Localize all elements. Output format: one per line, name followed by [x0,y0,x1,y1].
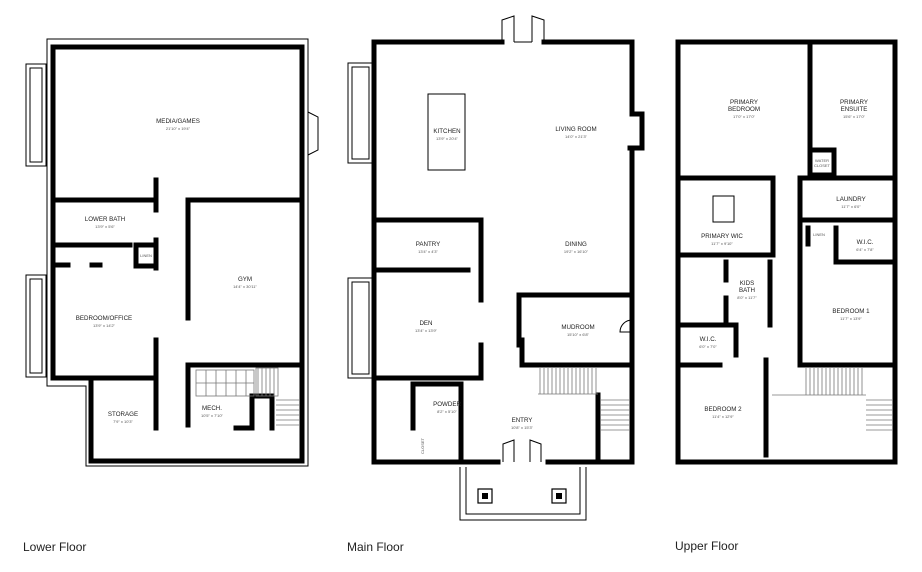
lower-right-bump [307,111,319,156]
lower-room-storage-name: STORAGE [108,411,138,418]
main-wall-mudroom-bottom [519,337,635,368]
lower-room-bedroom-dim: 13'9" x 14'2" [93,323,116,328]
upper-room-wic-left-name: W.I.C. [700,336,717,343]
lower-exterior-wall [50,44,305,464]
upper-room-ensuite-dim: 15'6" x 17'0" [843,114,866,119]
upper-room-linen-name: LINEN [813,232,825,237]
main-wall-den [371,342,484,381]
main-porch-post-left-fill [482,493,488,499]
upper-floor-plan: PRIMARY BEDROOM 17'0" x 17'0" PRIMARY EN… [675,39,898,553]
lower-room-media-dim: 21'10" x 19'4" [166,126,191,131]
upper-room-bedroom1-name: BEDROOM 1 [832,308,870,315]
upper-skylight [712,195,735,223]
main-room-dining-dim: 19'2" x 16'10" [564,249,589,254]
lower-room-gym-name: GYM [238,276,252,283]
main-room-den-name: DEN [419,320,432,327]
upper-wall-wic-right-room [833,225,898,265]
lower-room-mech-dim: 10'5" x 7'10" [201,413,224,418]
main-exterior-wall-top-right [541,39,635,115]
upper-room-water-closet-name: WATER [815,158,829,163]
lower-window-top-inner [29,67,43,163]
upper-room-wic-left-dim: 6'0" x 7'0" [699,344,717,349]
main-top-doors [501,15,545,43]
main-porch-post-left [477,488,493,504]
main-floor-label: Main Floor [347,540,404,554]
lower-room-bedroom-name: BEDROOM/OFFICE [76,315,132,322]
upper-room-ensuite-name2: ENSUITE [841,106,868,113]
main-window-bottom-inner [351,281,370,375]
main-room-mudroom-dim: 15'10" x 6'8" [567,332,590,337]
upper-room-water-closet-name2: CLOSET [814,163,831,168]
upper-wall-wic-left-top [675,322,739,358]
main-room-dining-name: DINING [565,241,587,248]
upper-room-ensuite-name: PRIMARY [840,99,868,106]
lower-room-bath-dim: 13'9" x 5'6" [95,224,115,229]
main-mudroom-door [619,319,633,333]
upper-stairs [772,368,893,431]
main-wall-powder [410,381,464,465]
main-room-mudroom-name: MUDROOM [561,324,594,331]
lower-room-media-name: MEDIA/GAMES [156,118,200,125]
upper-room-bedroom2-name: BEDROOM 2 [704,406,742,413]
main-room-living-name: LIVING ROOM [555,126,596,133]
upper-floor-label: Upper Floor [675,539,738,553]
main-room-entry-name: ENTRY [512,417,533,424]
upper-room-laundry-name: LAUNDRY [836,196,865,203]
upper-room-primary-wic-dim: 11'7" x 9'10" [711,241,733,246]
main-porch [459,467,587,521]
main-floor-plan: KITCHEN 13'9" x 20'4" LIVING ROOM 14'0" … [347,15,645,554]
main-room-pantry-name: PANTRY [416,241,441,248]
main-stairs [538,368,630,431]
upper-room-primary-bedroom-name2: BEDROOM [728,106,760,113]
main-room-den-dim: 13'4" x 13'9" [415,328,438,333]
main-room-kitchen-dim: 13'9" x 20'4" [436,136,459,141]
lower-floor-label: Lower Floor [23,540,86,554]
main-fireplace [627,111,645,151]
main-room-closet-name: CLOSET [420,437,425,454]
main-exterior-wall-right [545,147,635,465]
main-kitchen-island [427,93,466,171]
lower-stairs [195,367,300,426]
lower-window-bottom [25,274,47,378]
upper-room-bedroom2-dim: 11'4" x 12'9" [712,414,734,419]
lower-room-gym-dim: 14'4" x 30'11" [233,284,257,289]
upper-room-primary-bedroom-dim: 17'0" x 17'0" [733,114,756,119]
lower-window-top [25,63,47,167]
lower-room-storage-dim: 7'9" x 10'3" [113,419,133,424]
main-room-kitchen-name: KITCHEN [433,128,460,135]
upper-room-kids-bath-name: KIDS [740,280,754,287]
upper-room-primary-bedroom-name: PRIMARY [730,99,758,106]
main-wall-pantry [371,217,484,303]
main-exterior-wall-left [371,39,505,465]
main-entry-door [502,439,542,462]
upper-room-wic-right-dim: 6'4" x 7'8" [856,247,874,252]
upper-exterior-wall [675,39,898,465]
upper-wall-water-closet [807,147,837,178]
lower-room-mech-name: MECH. [202,405,222,412]
upper-room-kids-bath-dim: 8'0" x 11'7" [737,295,757,300]
upper-room-laundry-dim: 11'7" x 6'0" [841,204,861,209]
main-room-powder-name: POWDER [433,401,461,408]
main-porch-post-right [551,488,567,504]
main-window-top-inner [351,66,370,160]
lower-outer-outline [46,38,309,467]
lower-room-bath-name: LOWER BATH [85,216,125,223]
main-room-entry-dim: 10'8" x 15'3" [511,425,534,430]
upper-room-kids-bath-name2: BATH [739,287,755,294]
main-room-pantry-dim: 13'4" x 4'3" [418,249,438,254]
main-room-powder-dim: 8'2" x 5'10" [437,409,457,414]
main-porch-post-right-fill [556,493,562,499]
upper-room-primary-wic-name: PRIMARY WIC [701,233,743,240]
lower-window-bottom-inner [29,278,43,374]
upper-room-bedroom1-dim: 11'7" x 13'9" [840,316,862,321]
upper-room-wic-right-name: W.I.C. [857,239,874,246]
lower-room-linen-name: LINEN [140,253,152,258]
main-room-living-dim: 14'0" x 21'3" [565,134,588,139]
lower-floor-plan: MEDIA/GAMES 21'10" x 19'4" LOWER BATH 13… [23,38,319,554]
